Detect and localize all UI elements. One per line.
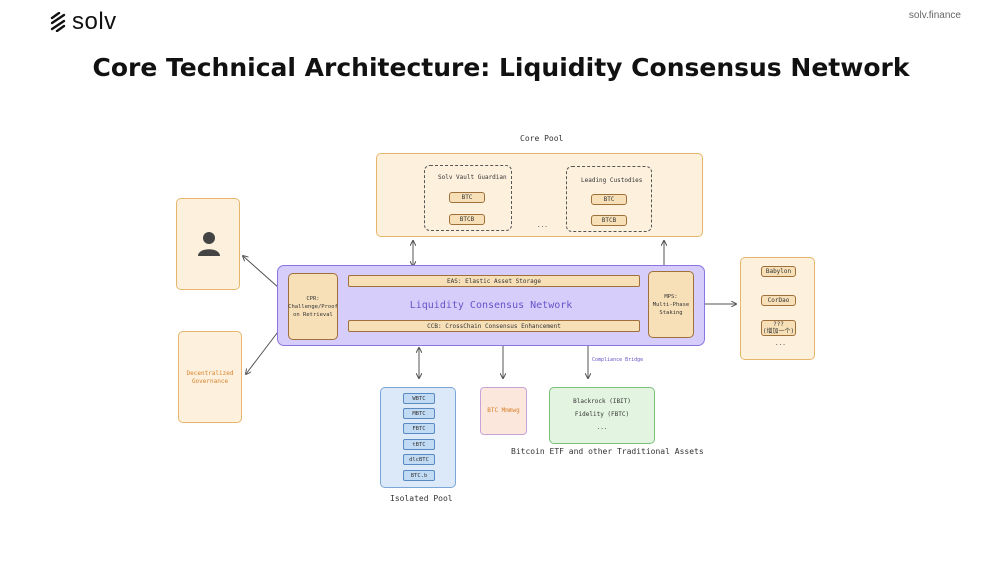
vault-guardian-chip-btc: BTC <box>449 192 485 203</box>
logo-text: solv <box>72 8 117 35</box>
protocol-unknown: ??? (增加一个) <box>761 320 796 336</box>
mps-box: MPS: Multi-Phase Staking <box>648 271 694 338</box>
mps-line1: MPS: <box>664 293 678 300</box>
btc-mm-box: BTC Mmmwg <box>480 387 527 435</box>
cpr-line3: on Retrieval <box>293 311 333 318</box>
protocol-cordao: CorDao <box>761 295 796 306</box>
governance-box: Decentralized Governance <box>178 331 242 423</box>
etf-more: ... <box>596 424 608 431</box>
core-pool-label: Core Pool <box>520 134 564 143</box>
mps-line2: Multi-Phase <box>652 301 690 308</box>
protocol-babylon: Babylon <box>761 266 796 277</box>
core-pool-more: ... <box>537 222 548 229</box>
custodies-title: Leading Custodies <box>581 177 643 184</box>
isolated-chip-btcb: BTC.b <box>403 470 435 481</box>
compliance-bridge-label: Compliance Bridge <box>592 357 644 363</box>
btc-mm-label: BTC Mmmwg <box>487 407 520 414</box>
mps-line3: Staking <box>659 309 683 316</box>
etf-box: Blackrock (IBIT) Fidelity (FBTC) ... <box>549 387 655 444</box>
user-box <box>176 198 240 290</box>
isolated-chip-tbtc: tBTC <box>403 439 435 450</box>
isolated-chip-fbtc: FBTC <box>403 423 435 434</box>
custodies-chip-btcb: BTCB <box>591 215 627 226</box>
governance-label-line1: Decentralized <box>186 370 234 377</box>
vault-guardian-chip-btcb: BTCB <box>449 214 485 225</box>
etf-fidelity: Fidelity (FBTC) <box>574 411 630 418</box>
custodies-chip-btc: BTC <box>591 194 627 205</box>
etf-blackrock: Blackrock (IBIT) <box>573 398 631 405</box>
vault-guardian-group: Solv Vault Guardian BTC BTCB <box>424 165 512 231</box>
site-url[interactable]: solv.finance <box>908 10 961 21</box>
governance-label: Decentralized Governance <box>179 370 241 386</box>
ccb-strip: CCB: CrossChain Consensus Enhancement <box>348 320 640 332</box>
liquidity-consensus-network: EAS: Elastic Asset Storage Liquidity Con… <box>277 265 705 346</box>
core-pool: Solv Vault Guardian BTC BTCB Leading Cus… <box>376 153 703 237</box>
isolated-pool-label: Isolated Pool <box>390 494 453 503</box>
eas-strip: EAS: Elastic Asset Storage <box>348 275 640 287</box>
isolated-chip-wbtc: WBTC <box>403 393 435 404</box>
isolated-chip-dlcbtc: dlcBTC <box>403 454 435 465</box>
protocols-more: ... <box>775 340 786 347</box>
isolated-chip-mbtc: MBTC <box>403 408 435 419</box>
protocol-unknown-line1: ??? <box>773 321 784 328</box>
cpr-box: CPR: Challenge/Proof on Retrieval <box>288 273 338 340</box>
staking-protocols-box: Babylon CorDao ??? (增加一个) ... <box>740 257 815 360</box>
user-icon <box>198 232 220 256</box>
isolated-pool: WBTC MBTC FBTC tBTC dlcBTC BTC.b <box>380 387 456 488</box>
solv-logo-icon <box>50 12 66 32</box>
solv-logo[interactable]: solv <box>50 8 117 36</box>
page-title: Core Technical Architecture: Liquidity C… <box>92 53 910 82</box>
cpr-line2: Challenge/Proof <box>288 303 338 310</box>
etf-label: Bitcoin ETF and other Traditional Assets <box>511 447 704 456</box>
protocol-unknown-line2: (增加一个) <box>762 328 795 335</box>
cpr-line1: CPR: <box>306 295 320 302</box>
vault-guardian-title: Solv Vault Guardian <box>438 174 507 181</box>
custodies-group: Leading Custodies BTC BTCB <box>566 166 652 232</box>
lcn-title: Liquidity Consensus Network <box>409 300 573 311</box>
governance-label-line2: Governance <box>191 378 229 385</box>
